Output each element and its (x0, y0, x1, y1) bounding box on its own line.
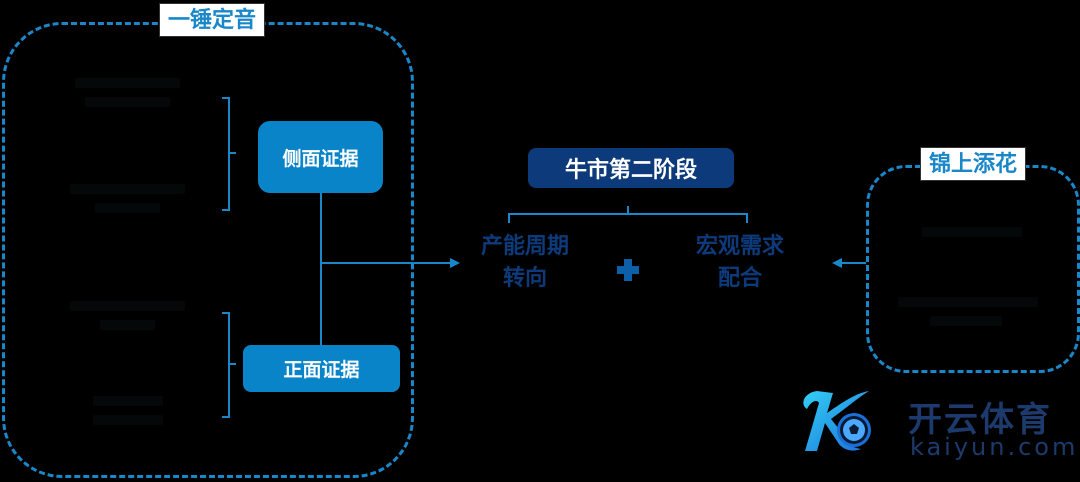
brace-bottom-tip (230, 363, 236, 365)
brace-top (222, 97, 230, 211)
left-hidden-text-3 (70, 184, 185, 194)
front-evidence-box: 正面证据 (243, 345, 400, 392)
factor-capacity-line2: 转向 (502, 265, 547, 291)
right-hidden-text-3 (930, 316, 1002, 326)
left-hidden-text-6 (100, 320, 155, 330)
right-connector (840, 262, 866, 264)
right-hidden-text-2 (898, 297, 1038, 307)
connector-vertical (320, 193, 322, 345)
left-hidden-text-2 (85, 97, 170, 107)
left-hidden-text-1 (75, 78, 180, 88)
stage-title: 牛市第二阶段 (528, 148, 734, 188)
left-group-frame (2, 22, 414, 478)
left-group-title: 一锤定音 (159, 3, 265, 37)
left-hidden-text-7 (93, 396, 163, 406)
right-group-title: 锦上添花 (920, 147, 1026, 181)
left-hidden-text-8 (93, 415, 163, 425)
factor-capacity-line1: 产能周期 (480, 233, 569, 259)
center-brace-stem (627, 206, 629, 214)
brace-top-tip (230, 152, 236, 154)
factor-demand-line1: 宏观需求 (695, 233, 784, 259)
center-brace-left (508, 213, 510, 223)
watermark-brand-en: kaiyun.com (910, 433, 1079, 461)
plus-icon (617, 259, 639, 281)
center-brace-bar (508, 213, 748, 215)
kaiyun-logo-icon (795, 383, 885, 458)
arrow-right-icon (450, 258, 460, 268)
left-hidden-text-5 (70, 301, 185, 311)
right-hidden-text-1 (922, 227, 1022, 237)
watermark-brand-cn: 开云体育 (908, 400, 1052, 440)
center-brace-right (746, 213, 748, 223)
connector-horizontal (320, 262, 452, 264)
left-hidden-text-4 (95, 203, 160, 213)
brace-bottom (222, 312, 230, 418)
right-group-frame (866, 165, 1080, 373)
factor-demand-line2: 配合 (717, 265, 762, 291)
arrow-left-icon (832, 258, 842, 268)
side-evidence-box: 侧面证据 (258, 121, 383, 193)
